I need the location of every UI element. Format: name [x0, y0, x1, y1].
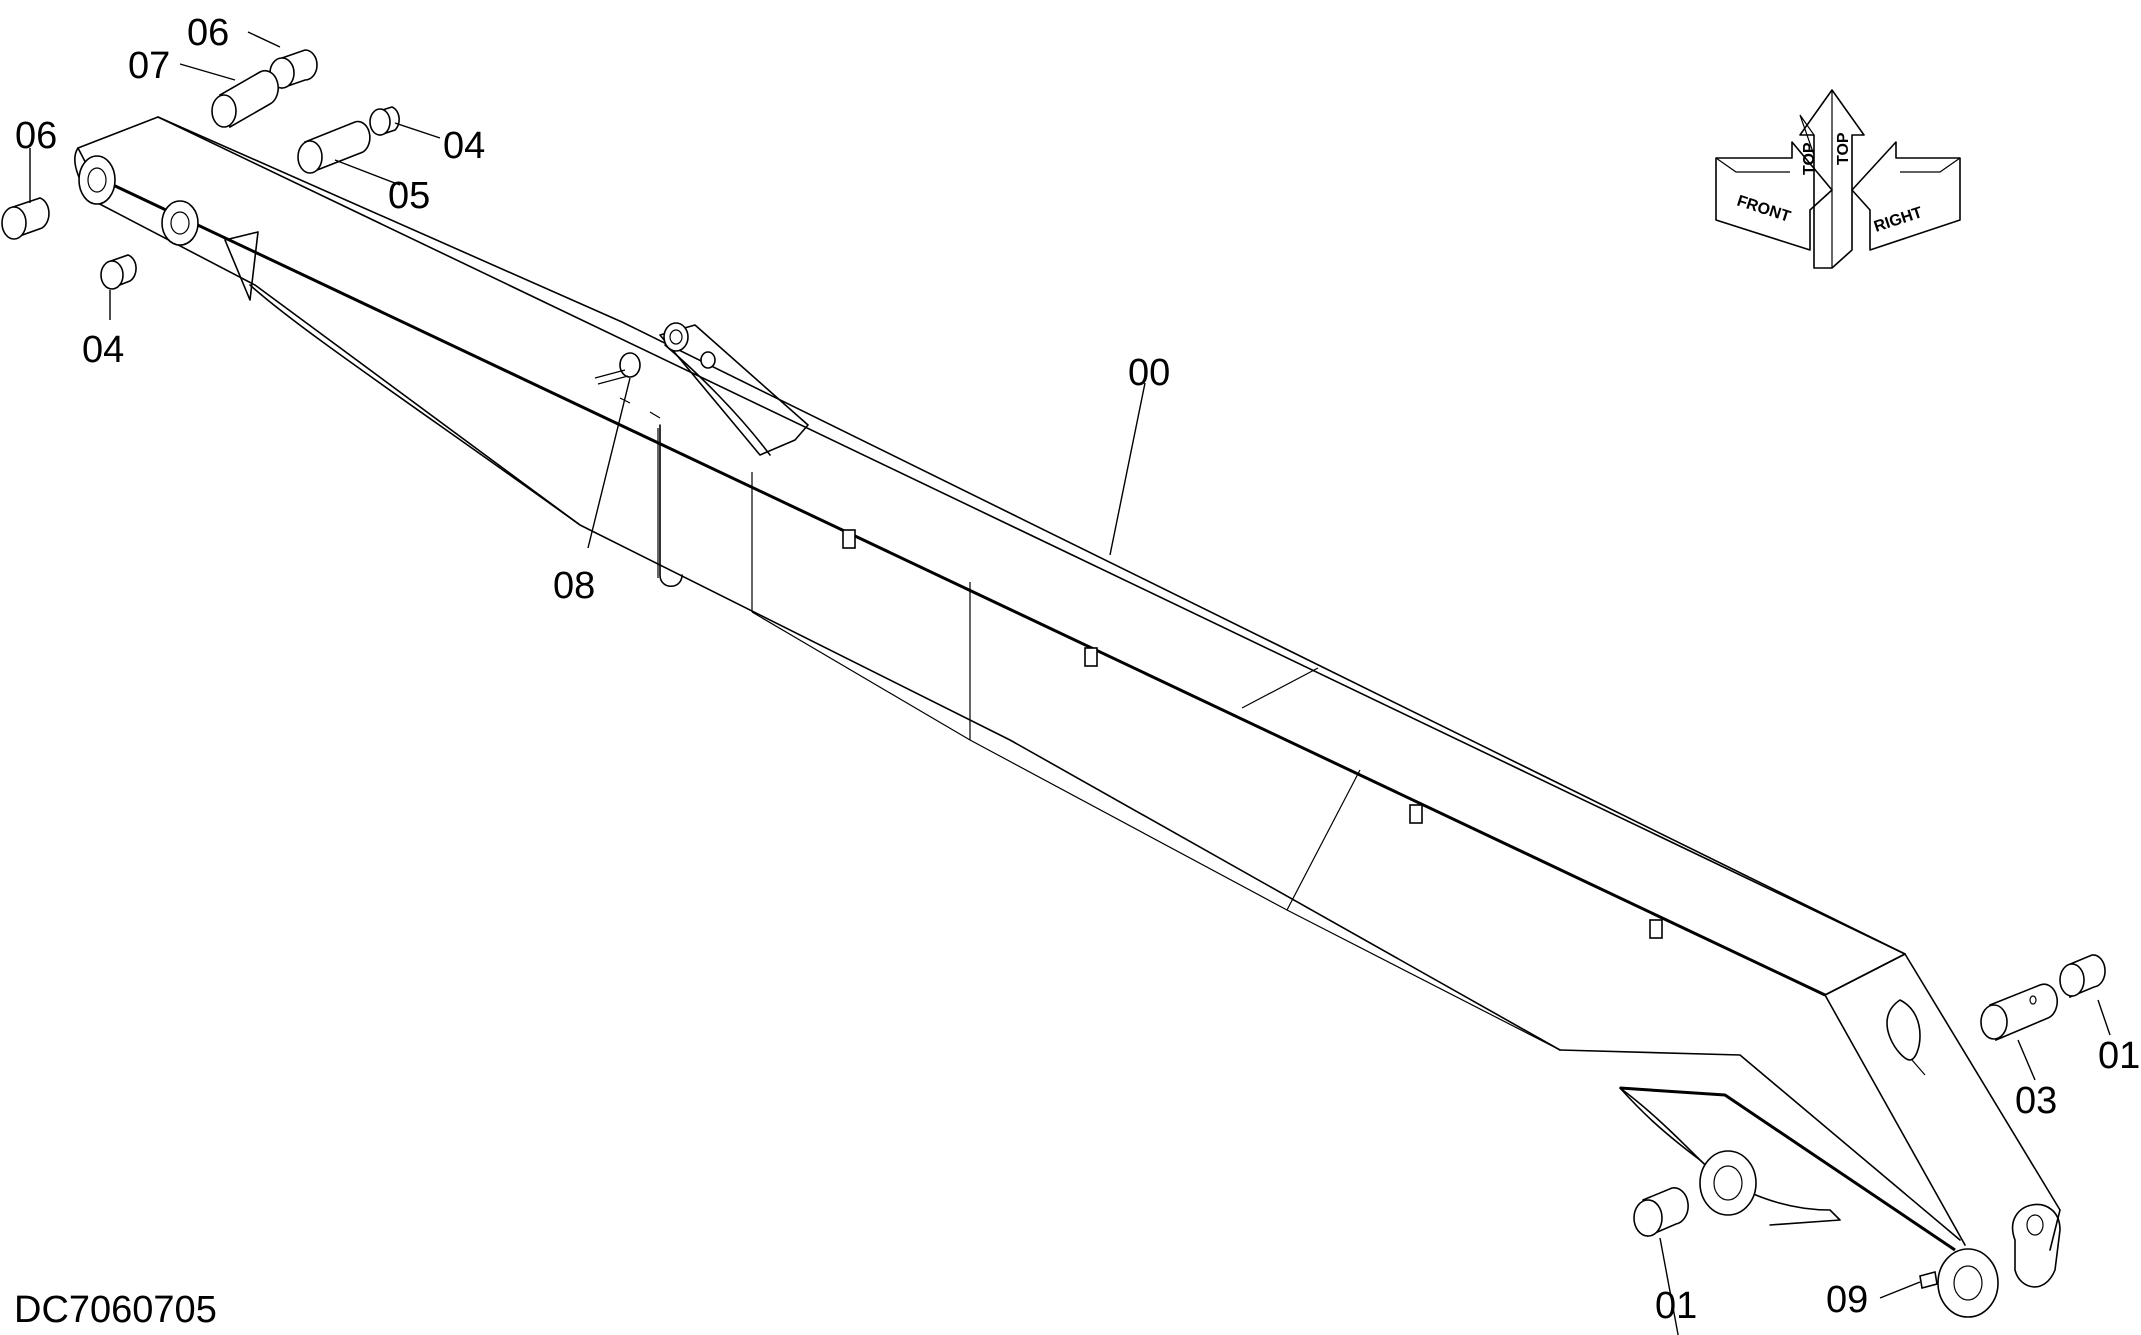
- foot-bosses: [1699, 1150, 2061, 1318]
- label-07: 07: [128, 45, 170, 87]
- pin-05: [297, 120, 371, 174]
- pin-07: [211, 69, 280, 129]
- label-03: 03: [2015, 1080, 2057, 1122]
- bushing-01-right: [2059, 954, 2106, 999]
- label-01-right: 01: [2098, 1035, 2140, 1077]
- stiffener-lugs: [842, 529, 1663, 939]
- label-09: 09: [1826, 1279, 1868, 1321]
- bushing-06-left: [1, 197, 50, 240]
- drawing-id: DC7060705: [14, 1289, 217, 1331]
- label-06-top: 06: [187, 12, 229, 54]
- label-01-bottom: 01: [1655, 1285, 1697, 1327]
- orientation-top-label-b: TOP: [1835, 132, 1852, 165]
- bushing-01-bottom: [1633, 1187, 1689, 1238]
- leader-lines: [29, 31, 2111, 1335]
- head-bosses: [78, 155, 199, 246]
- orientation-indicator: FRONT TOP TOP RIGHT: [1715, 89, 1961, 269]
- bushing-04-left: [100, 254, 137, 290]
- label-06-left: 06: [15, 115, 57, 157]
- grease-fitting-09: [1919, 1271, 1938, 1289]
- orientation-right-label: RIGHT: [1872, 204, 1925, 236]
- label-00: 00: [1128, 352, 1170, 394]
- part-labels: 06 07 04 05 06 04 00 08 01 03 01 09: [15, 12, 2140, 1327]
- bushing-04-top: [369, 106, 400, 137]
- orientation-front-label: FRONT: [1735, 193, 1793, 226]
- pin-03: [1980, 983, 2058, 1042]
- boom-body: [74, 116, 2061, 1252]
- label-04-top: 04: [443, 125, 485, 167]
- label-05: 05: [388, 175, 430, 217]
- cylinder-bracket: [594, 322, 809, 588]
- label-08: 08: [553, 565, 595, 607]
- label-04-left: 04: [82, 329, 124, 371]
- orientation-top-label-a: TOP: [1801, 142, 1818, 175]
